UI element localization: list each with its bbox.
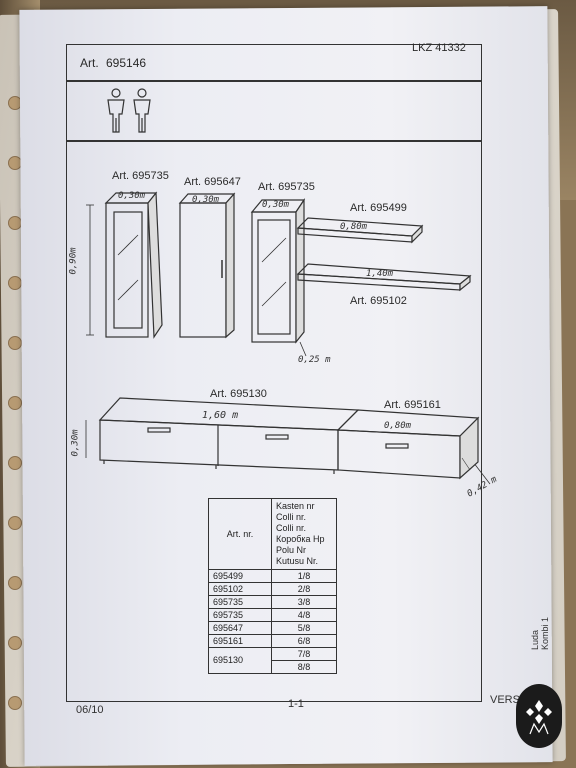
lkz-code: LKZ 41332 — [412, 42, 466, 54]
header-art-nr: Art. nr. — [208, 498, 272, 570]
header-colli: Kasten nr Colli nr. Colli nr. Коробка Нр… — [271, 498, 337, 570]
part-label-695735-right: Art. 695735 — [258, 181, 315, 193]
dim-height: 0,90m — [68, 247, 79, 275]
watermark-logo — [516, 684, 562, 748]
colli-table: Art. nr. Kasten nr Colli nr. Colli nr. К… — [208, 498, 337, 674]
part-label-695130: Art. 695130 — [210, 388, 267, 400]
footer-page: 1-1 — [288, 698, 304, 710]
punch-hole — [8, 696, 22, 710]
table-header-row: Art. nr. Kasten nr Colli nr. Colli nr. К… — [208, 498, 337, 570]
table-row: 8/8 — [209, 660, 337, 674]
article-label: Art. — [80, 56, 99, 70]
header-divider — [66, 80, 482, 82]
punch-hole — [8, 576, 22, 590]
punch-hole — [8, 636, 22, 650]
icon-divider — [66, 140, 482, 142]
punch-hole — [8, 456, 22, 470]
punch-hole — [8, 516, 22, 530]
dimension-lines — [85, 204, 491, 485]
shelf-695102 — [296, 263, 472, 292]
dim-695735-left: 0,30m — [118, 191, 146, 201]
footer-version: VERS — [490, 694, 520, 706]
person-icon — [133, 88, 151, 133]
dim-low-height: 0,30m — [70, 429, 81, 457]
lowboard-695161 — [336, 409, 480, 480]
part-label-695161: Art. 695161 — [384, 399, 441, 411]
dim-695735-right: 0,30m — [262, 200, 290, 210]
drawing-frame — [66, 44, 482, 702]
cabinet-695735-right — [250, 198, 306, 344]
dim-695499: 0,80m — [340, 222, 368, 232]
side-label: Luda Kombi 1 — [530, 616, 550, 650]
dim-depth-top: 0,25 m — [298, 355, 331, 365]
part-label-695735-left: Art. 695735 — [112, 170, 169, 182]
cabinet-695735-left — [104, 191, 163, 339]
part-label-695102: Art. 695102 — [350, 295, 407, 307]
person-icon — [107, 88, 125, 133]
part-label-695499: Art. 695499 — [350, 202, 407, 214]
part-label-695647: Art. 695647 — [184, 176, 241, 188]
dim-695102: 1,40m — [366, 269, 394, 279]
diamond-icon — [526, 700, 552, 724]
dim-695647: 0,30m — [192, 195, 220, 205]
shelf-695499 — [296, 217, 424, 244]
article-number: 695146 — [106, 56, 147, 70]
dim-695130: 1,60 m — [202, 410, 239, 421]
cabinet-695647 — [178, 192, 236, 339]
dim-695161: 0,80m — [384, 421, 412, 431]
footer-date: 06/10 — [76, 704, 104, 716]
